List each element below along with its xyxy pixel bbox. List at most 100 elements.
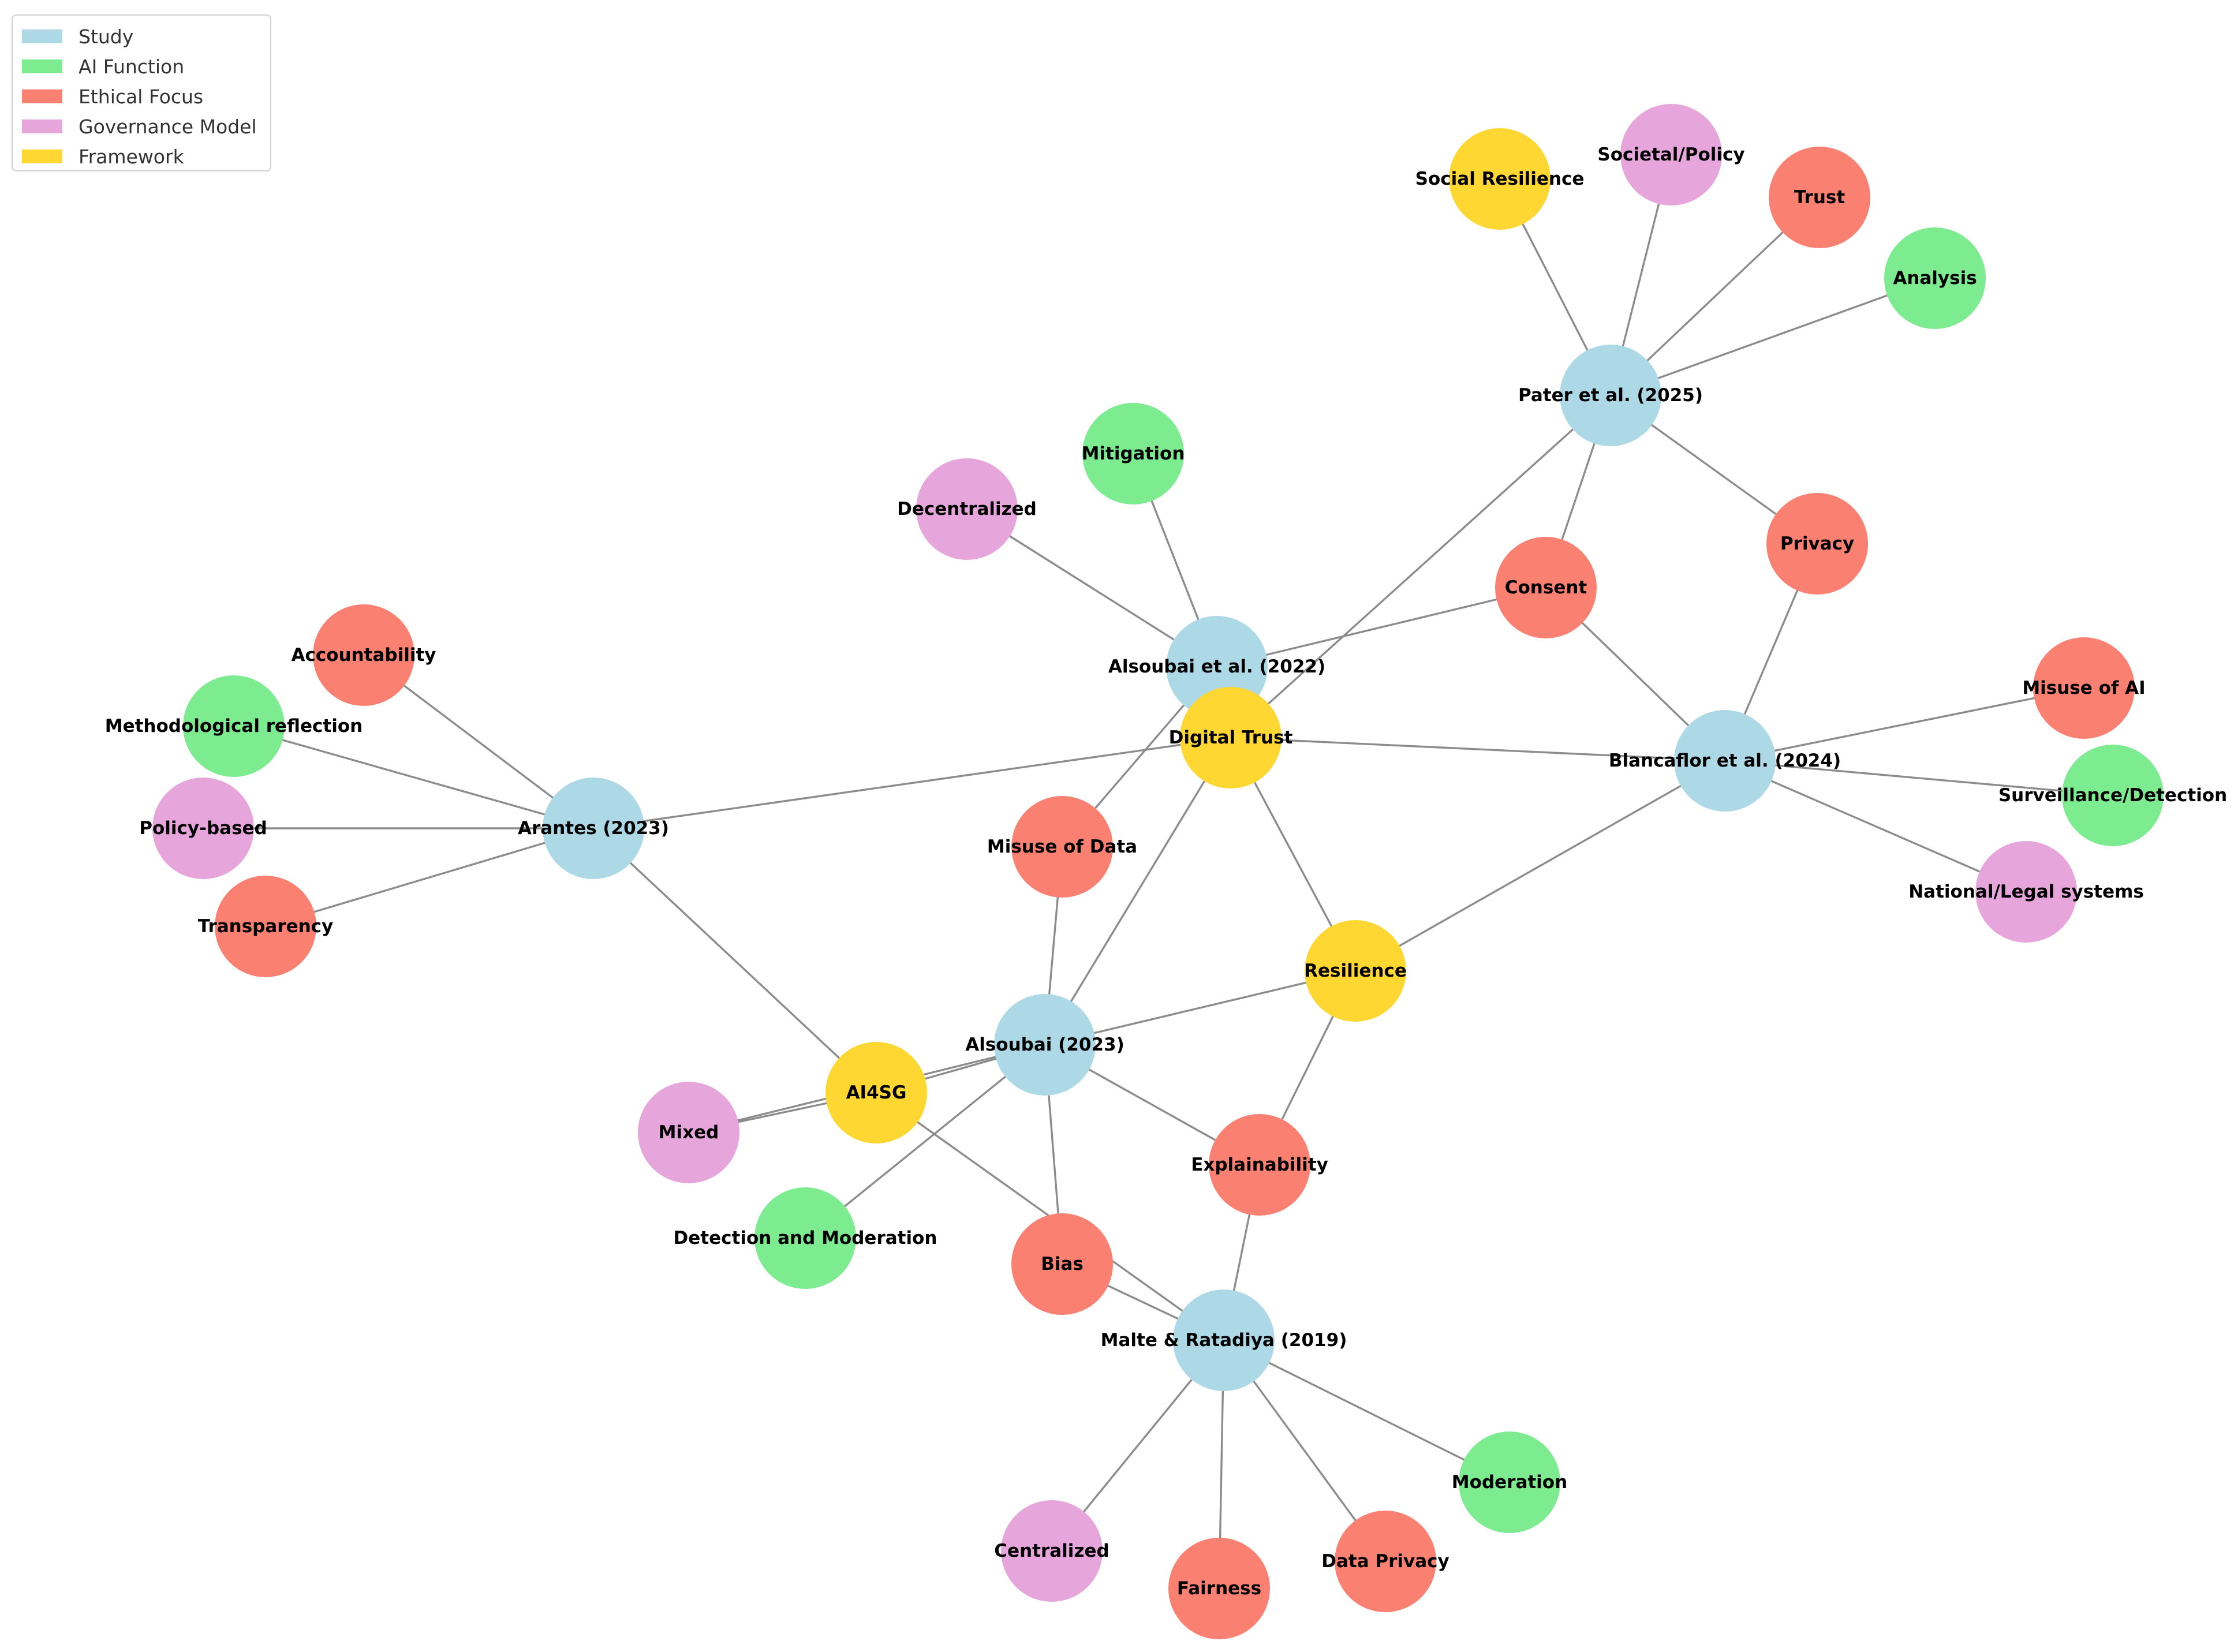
node-label-surveillance: Surveillance/Detection <box>1998 785 2227 806</box>
node-detection-moderation <box>754 1187 856 1289</box>
edge-blancaflor-digital-trust <box>1230 737 1725 762</box>
node-transparency <box>215 876 316 977</box>
node-decentralized <box>916 458 1018 560</box>
legend: Study AI Function Ethical Focus Governan… <box>12 14 271 171</box>
node-label-bias: Bias <box>1041 1254 1084 1274</box>
node-circle-misuse-data <box>1011 796 1113 898</box>
node-privacy <box>1766 493 1868 595</box>
edge-pater-digital-trust <box>1230 394 1612 739</box>
legend-swatch-study <box>22 29 62 43</box>
node-circle-detection-moderation <box>754 1187 856 1289</box>
node-accountability <box>313 604 414 706</box>
edge-malte-moderation <box>1223 1339 1510 1483</box>
node-data-privacy <box>1335 1511 1436 1612</box>
node-analysis <box>1884 227 1986 329</box>
node-label-moderation: Moderation <box>1452 1472 1567 1493</box>
node-circle-ai4sg <box>825 1042 927 1143</box>
node-pater <box>1560 345 1661 446</box>
node-label-mitigation: Mitigation <box>1082 443 1185 464</box>
node-label-ai4sg: AI4SG <box>846 1082 907 1103</box>
edge-alsoubai2023-digital-trust <box>1044 737 1232 1045</box>
node-national-legal <box>1975 841 2077 943</box>
node-mixed <box>638 1082 739 1183</box>
node-circle-explainability <box>1209 1114 1310 1216</box>
legend-label-ai-function: AI Function <box>79 55 185 78</box>
node-consent <box>1495 537 1597 638</box>
node-fairness <box>1168 1538 1270 1639</box>
node-arantes <box>543 778 644 879</box>
node-circle-consent <box>1495 537 1597 638</box>
node-centralized <box>1001 1500 1103 1602</box>
node-label-detection-moderation: Detection and Moderation <box>674 1228 937 1249</box>
node-label-misuse-data: Misuse of Data <box>987 836 1137 857</box>
node-label-societal-policy: Societal/Policy <box>1597 144 1744 165</box>
node-label-misuse-ai: Misuse of AI <box>2022 678 2145 698</box>
edge-pater-analysis <box>1610 277 1936 397</box>
node-circle-malte <box>1173 1290 1275 1391</box>
edge-arantes-transparency <box>265 827 594 928</box>
edge-arantes-methodological <box>233 725 594 829</box>
legend-item-study: Study <box>22 21 261 51</box>
node-alsoubai2023 <box>994 994 1096 1096</box>
edge-alsoubai2022-consent <box>1216 586 1546 668</box>
edge-blancaflor-misuse-ai <box>1724 687 2084 762</box>
node-circle-trust <box>1769 147 1870 248</box>
node-label-decentralized: Decentralized <box>897 499 1037 519</box>
node-circle-blancaflor <box>1674 710 1776 812</box>
node-circle-decentralized <box>916 458 1018 560</box>
node-label-explainability: Explainability <box>1191 1154 1328 1175</box>
legend-item-governance-model: Governance Model <box>22 111 261 141</box>
legend-item-ai-function: AI Function <box>22 51 261 81</box>
node-label-centralized: Centralized <box>994 1541 1109 1561</box>
node-circle-policy-based <box>152 778 254 879</box>
node-circle-misuse-ai <box>2033 637 2135 739</box>
node-circle-methodological <box>183 675 285 777</box>
node-circle-national-legal <box>1975 841 2077 943</box>
legend-swatch-ethical-focus <box>22 89 62 103</box>
node-label-methodological: Methodological reflection <box>105 716 363 737</box>
node-moderation <box>1459 1432 1560 1533</box>
node-label-blancaflor: Blancaflor et al. (2024) <box>1609 750 1841 771</box>
node-label-arantes: Arantes (2023) <box>518 818 669 839</box>
node-trust <box>1769 147 1870 248</box>
node-circle-fairness <box>1168 1538 1270 1639</box>
edge-alsoubai2023-detection-moderation <box>804 1044 1046 1239</box>
node-label-resilience: Resilience <box>1304 960 1407 981</box>
node-explainability <box>1209 1114 1310 1216</box>
node-circle-mitigation <box>1082 403 1184 504</box>
node-circle-resilience <box>1305 920 1406 1022</box>
legend-label-study: Study <box>79 25 134 48</box>
node-circle-moderation <box>1459 1432 1560 1533</box>
node-label-analysis: Analysis <box>1893 268 1977 289</box>
node-blancaflor <box>1674 710 1776 812</box>
node-misuse-ai <box>2033 637 2135 739</box>
node-layer: Pater et al. (2025)Alsoubai et al. (2022… <box>105 104 2227 1639</box>
node-label-alsoubai2022: Alsoubai et al. (2022) <box>1108 656 1325 677</box>
node-circle-centralized <box>1001 1500 1103 1602</box>
edge-alsoubai2023-resilience <box>1044 970 1356 1046</box>
node-label-mixed: Mixed <box>659 1122 719 1143</box>
node-resilience <box>1305 920 1406 1022</box>
node-label-privacy: Privacy <box>1780 533 1854 554</box>
node-malte <box>1173 1290 1275 1391</box>
legend-label-governance-model: Governance Model <box>79 115 257 138</box>
legend-swatch-governance-model <box>22 119 62 133</box>
node-label-digital-trust: Digital Trust <box>1169 727 1293 748</box>
edge-blancaflor-national-legal <box>1724 760 2027 893</box>
node-methodological <box>183 675 285 777</box>
node-circle-social-resilience <box>1449 128 1551 230</box>
node-circle-mixed <box>638 1082 739 1183</box>
edge-blancaflor-resilience <box>1355 760 1725 972</box>
node-ai4sg <box>825 1042 927 1143</box>
node-policy-based <box>152 778 254 879</box>
node-circle-arantes <box>543 778 644 879</box>
node-circle-data-privacy <box>1335 1511 1436 1612</box>
legend-label-ethical-focus: Ethical Focus <box>79 85 204 108</box>
edge-arantes-digital-trust <box>593 737 1231 829</box>
node-circle-analysis <box>1884 227 1986 329</box>
node-circle-surveillance <box>2062 745 2164 846</box>
node-label-malte: Malte & Ratadiya (2019) <box>1101 1330 1347 1351</box>
legend-swatch-framework <box>22 149 62 163</box>
legend-label-framework: Framework <box>79 145 184 168</box>
